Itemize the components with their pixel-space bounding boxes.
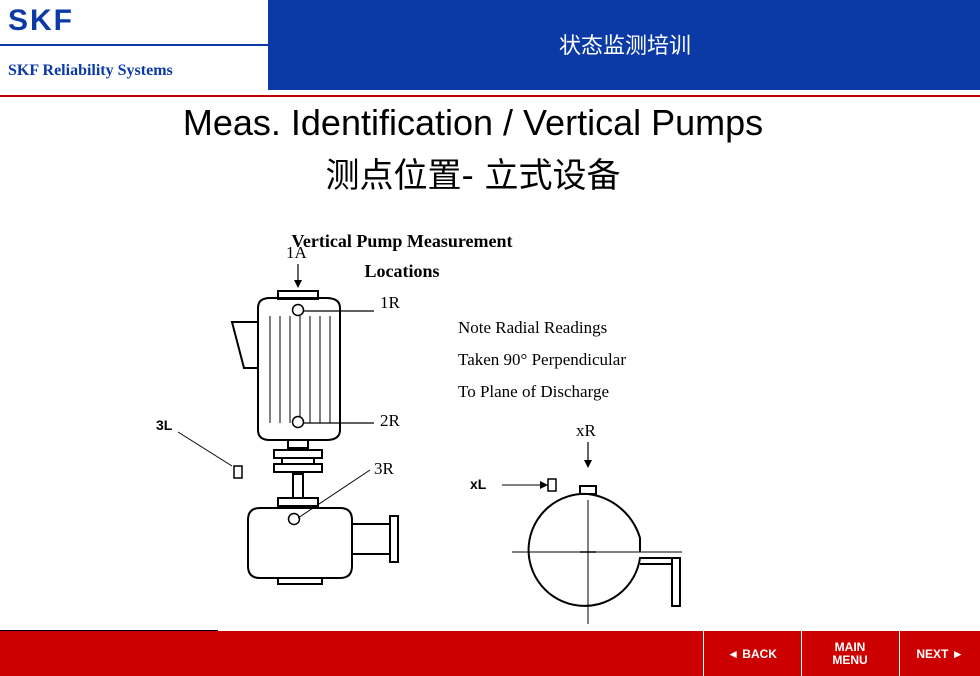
pump-volute [512, 485, 682, 624]
label-1a: 1A [286, 243, 308, 262]
figure-heading-1: Vertical Pump Measurement [292, 231, 513, 251]
arrow-xr-head [584, 460, 592, 468]
logo-subtitle: SKF Reliability Systems [8, 62, 173, 79]
skf-logo: SKF [8, 4, 74, 37]
coupling [273, 439, 323, 507]
header-divider [0, 95, 980, 97]
label-xl: xL [470, 476, 487, 492]
label-3l: 3L [156, 417, 173, 433]
figure-heading-2: Locations [364, 261, 439, 281]
label-xr: xR [576, 421, 597, 440]
slide-title-en: Meas. Identification / Vertical Pumps [182, 102, 764, 143]
sensor-3l-icon [233, 465, 243, 479]
note-line-3: To Plane of Discharge [458, 382, 609, 401]
vertical-pump-diagram: Vertical Pump Measurement Locations Note… [156, 231, 682, 624]
label-3r: 3R [374, 459, 395, 478]
main-menu-label-1: MAIN [834, 639, 866, 654]
motor-body [230, 290, 341, 441]
header-title: 状态监测培训 [558, 34, 691, 59]
note-line-2: Taken 90° Perpendicular [458, 350, 626, 369]
logo-area: SKF SKF Reliability Systems [0, 0, 270, 90]
footer-rule [0, 630, 218, 631]
arrow-1a-head [294, 280, 302, 288]
label-2r: 2R [380, 411, 401, 430]
main-menu-label-2: MENU [832, 652, 868, 667]
label-1r: 1R [380, 293, 401, 312]
pump-body [247, 507, 399, 585]
header-bar: SKF SKF Reliability Systems 状态监测培训 [0, 0, 980, 90]
logo-divider [0, 44, 268, 46]
note-line-1: Note Radial Readings [458, 318, 607, 337]
slide-title-cn: 测点位置- 立式设备 [325, 156, 621, 196]
back-button[interactable]: ◄ BACK [703, 631, 800, 676]
sensor-xl-icon [547, 478, 557, 492]
arrow-xl-head [540, 481, 548, 489]
next-button[interactable]: NEXT ► [899, 631, 980, 676]
